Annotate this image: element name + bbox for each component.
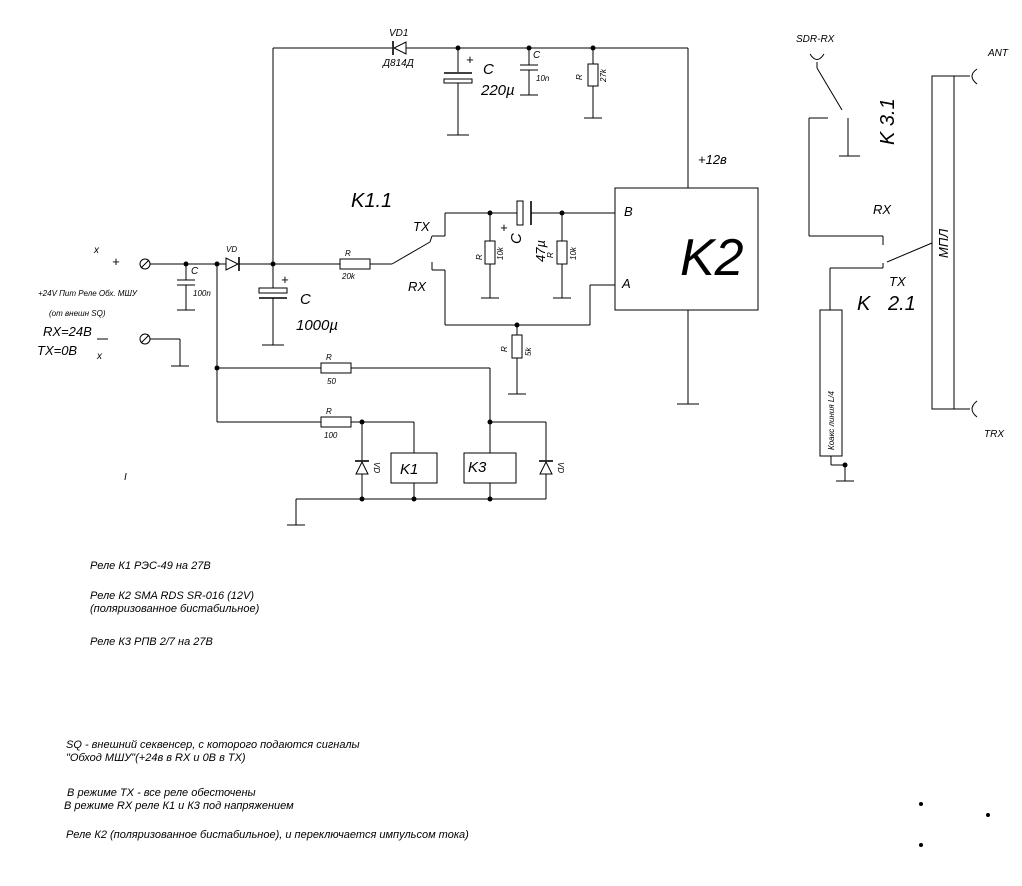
resistor-20k: [339, 258, 371, 270]
relay-k2-pin-b: B: [624, 204, 633, 219]
r10k-right-r: R: [546, 252, 555, 258]
relay-k3: [463, 452, 517, 484]
r10k-left-value: 10k: [496, 246, 505, 260]
resistor-100: [217, 416, 415, 453]
switch-k31: [808, 117, 884, 245]
k11-label: K1.1: [351, 190, 392, 212]
k21-rx-label: RX: [873, 202, 892, 217]
r100-value: 100: [324, 431, 338, 440]
tick-mark: I: [124, 472, 127, 483]
relay-k2-label: K2: [680, 229, 744, 287]
k21-k-label: K: [857, 293, 872, 315]
supply-source-label: (от внешн SQ): [49, 309, 106, 318]
input-x-bottom: x: [96, 351, 103, 362]
tx-voltage-label: TX=0B: [37, 343, 77, 358]
c10n-c: C: [533, 50, 541, 61]
relay-k2-pin-a: A: [621, 276, 631, 291]
capacitor-1000u: [258, 264, 288, 346]
d814-label: Д814Д: [382, 58, 414, 69]
relay-k1-label: K1: [400, 461, 418, 478]
resistor-10k-left: [481, 210, 499, 299]
mpl-label: МПЛ: [936, 229, 951, 258]
r20k-value: 20k: [341, 272, 356, 281]
r27k-value: 27k: [599, 68, 608, 83]
c220-c: C: [483, 61, 494, 78]
capacitor-10n: [520, 45, 538, 96]
c47-value: 47µ: [533, 240, 548, 262]
r20k-r: R: [345, 249, 351, 258]
vd1-label: VD1: [389, 28, 408, 39]
r27k-r: R: [575, 74, 584, 80]
k21-tx-label: TX: [889, 274, 907, 289]
c1000-value: 1000µ: [296, 317, 338, 334]
input-terminal-ground: [139, 333, 189, 367]
trx-connector: [954, 400, 978, 418]
vd-k3-label: VD: [556, 462, 565, 473]
diode-vd-k3: [487, 419, 553, 499]
resistor-50: [217, 362, 491, 453]
coax-label: Коакс линия L/4: [827, 390, 836, 450]
sdr-rx-label: SDR-RX: [796, 34, 835, 45]
coax-ground: [830, 456, 854, 482]
c47-c: C: [508, 233, 525, 244]
supply-label: +24V Пит Реле Обх. МШУ: [38, 289, 138, 298]
vd-input-label: VD: [226, 245, 237, 254]
diode-vd-k1: [355, 419, 369, 499]
c1000-c: C: [300, 291, 311, 308]
p12v-label: +12в: [698, 152, 727, 167]
relay-k2: [614, 187, 759, 311]
switch-k21: [829, 242, 933, 310]
r10k-left-r: R: [475, 254, 484, 260]
resistor-10k-right: [553, 210, 571, 299]
capacitor-100n: [177, 261, 195, 311]
c220-plus: +: [466, 52, 474, 67]
relay-ground-bus: [287, 483, 546, 526]
zener-vd1: [380, 41, 410, 55]
r50-value: 50: [327, 377, 336, 386]
ant-connector: [954, 68, 978, 85]
antenna-sdr-rx: [809, 53, 843, 111]
r50-r: R: [326, 353, 332, 362]
ant-label: ANT: [987, 48, 1009, 59]
r10k-right-value: 10k: [569, 246, 578, 260]
r5k-value: 5k: [524, 347, 533, 356]
relay-k3-label: K3: [468, 459, 487, 476]
input-terminal-plus: [139, 258, 218, 270]
mpl-stripline: [931, 75, 955, 410]
rx-voltage-label: RX=24B: [43, 324, 92, 339]
r5k-r: R: [500, 346, 509, 352]
k31-label: K 3.1: [877, 98, 899, 145]
r100-r: R: [326, 407, 332, 416]
resistor-5k: [508, 322, 526, 395]
c100n-value: 100n: [193, 289, 211, 298]
c47-plus: +: [500, 220, 508, 235]
c1000-plus: +: [281, 272, 289, 287]
trx-label: TRX: [984, 429, 1004, 440]
c100n-c: C: [191, 266, 199, 277]
capacitor-220u: [443, 45, 473, 136]
k11-rx: RX: [408, 279, 427, 294]
pin-a-wiring: [445, 284, 615, 326]
c10n-value: 10n: [536, 74, 550, 83]
diode-vd-input: [218, 257, 340, 271]
k11-tx: TX: [413, 219, 431, 234]
input-x-top: x: [93, 245, 100, 256]
vd-k1-label: VD: [372, 462, 381, 473]
k21-value-label: 2.1: [887, 293, 916, 315]
resistor-27k: [584, 45, 602, 119]
c220-value: 220µ: [480, 82, 515, 99]
switch-k11: [370, 212, 517, 325]
input-plus: +: [112, 254, 120, 269]
capacitor-47u: [516, 200, 615, 226]
